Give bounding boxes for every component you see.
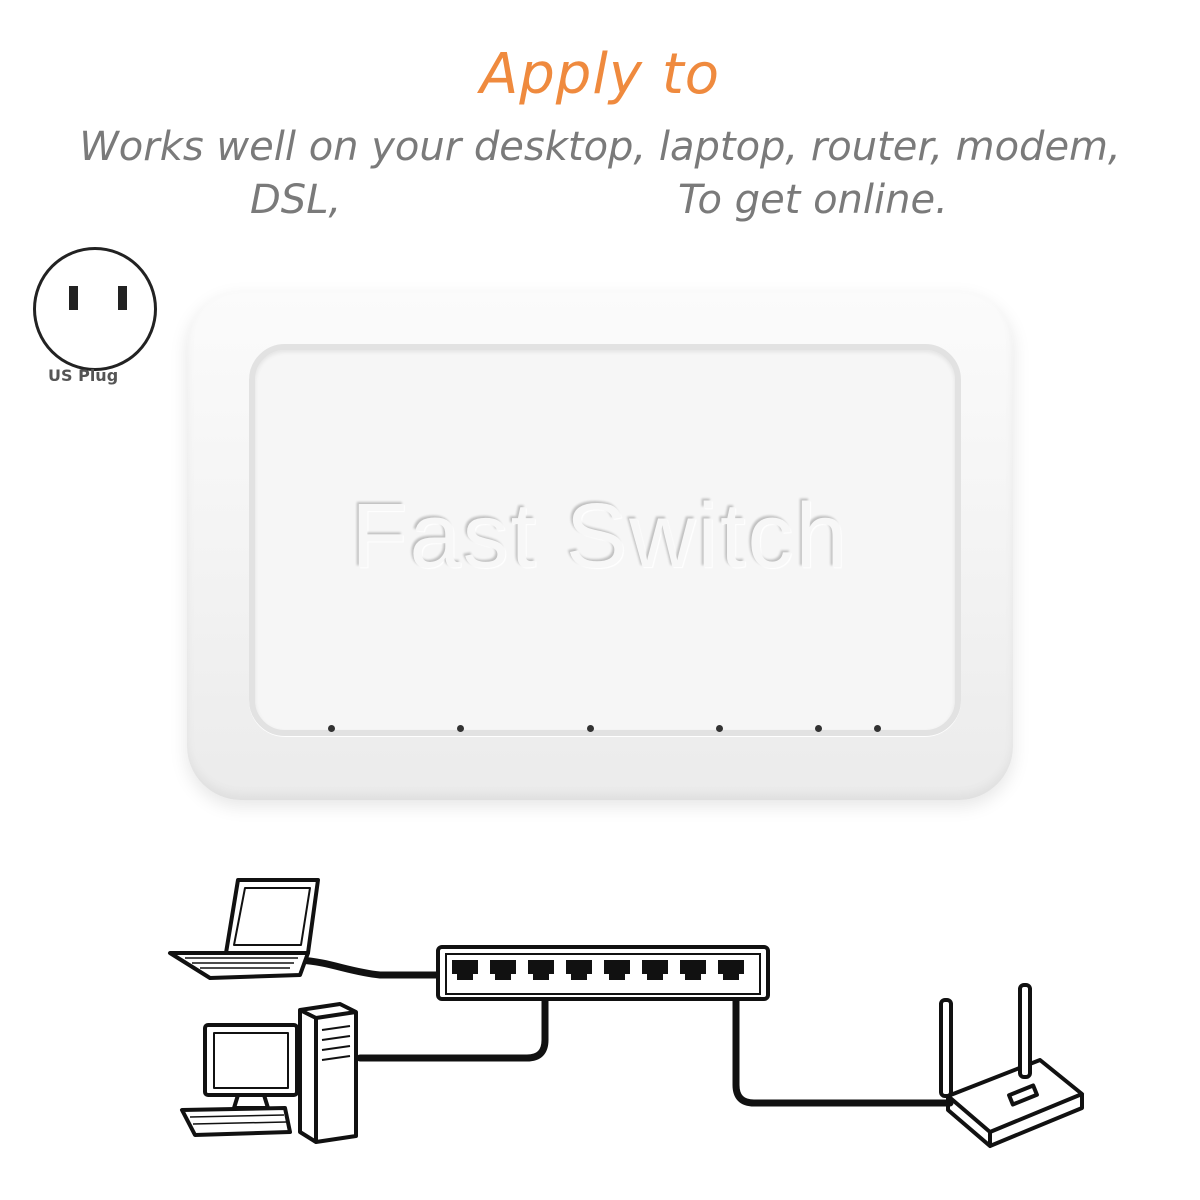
page-title: Apply to [479,42,721,107]
switch-top-panel [249,344,961,736]
plug-label: US Plug [48,366,119,385]
description-line-2-left: DSL, [250,177,342,223]
us-plug-icon [33,247,157,371]
switch-icon [436,945,770,1001]
switch-device: Fast Switch [187,292,1013,800]
laptop-icon [168,878,320,980]
cable-desktop [356,981,549,1062]
plug-pin [118,286,127,310]
description-line-1: Works well on your desktop, laptop, rout… [79,124,1121,170]
description-line-2-right: To get online. [678,177,948,223]
desktop-computer-icon [180,1002,358,1144]
switch-brand-label: Fast Switch [351,485,849,587]
cable-laptop [296,956,459,979]
router-icon [939,983,1084,1148]
cable-router [732,981,954,1107]
status-led [587,725,594,732]
switch-ports [452,960,744,980]
status-led [874,725,881,732]
status-led [815,725,822,732]
plug-pin [69,286,78,310]
network-cables [296,956,954,1107]
status-led [328,725,335,732]
status-led [716,725,723,732]
status-led [457,725,464,732]
